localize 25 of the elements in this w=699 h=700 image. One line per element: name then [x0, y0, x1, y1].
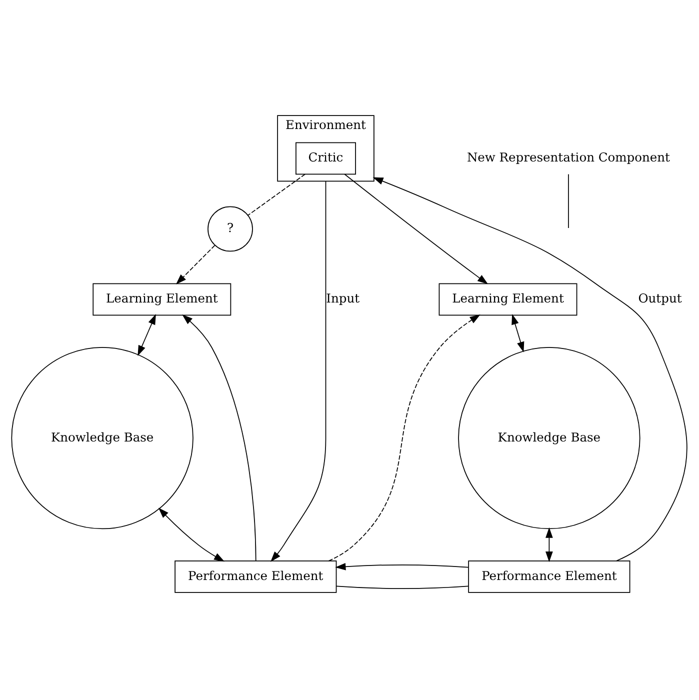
- arrow: [176, 244, 216, 284]
- arrow: [372, 176, 688, 561]
- arrow: [512, 313, 524, 352]
- arrow: [328, 314, 480, 561]
- arrow: [138, 314, 156, 356]
- node-circle: Knowledge Base: [458, 346, 640, 529]
- arrow: [335, 562, 469, 570]
- arrow: [344, 173, 488, 284]
- edge-label: Output: [638, 291, 682, 306]
- connector: [568, 173, 569, 228]
- arrow: [546, 526, 553, 562]
- node-circle: Knowledge Base: [11, 346, 194, 529]
- arrow: [158, 507, 225, 562]
- connector: [336, 585, 469, 588]
- arrow: [270, 180, 326, 562]
- connector: [248, 173, 306, 216]
- node-box: Performance Element: [468, 560, 630, 592]
- node-box: Learning Element: [92, 282, 232, 316]
- arrow: [182, 314, 256, 561]
- edge-label: Input: [326, 291, 360, 306]
- node-box: Performance Element: [174, 560, 337, 592]
- node-text: New Representation Component: [466, 150, 670, 164]
- node-box: Critic: [296, 142, 356, 174]
- node-box: Learning Element: [438, 282, 578, 316]
- node-circle: ?: [208, 206, 253, 252]
